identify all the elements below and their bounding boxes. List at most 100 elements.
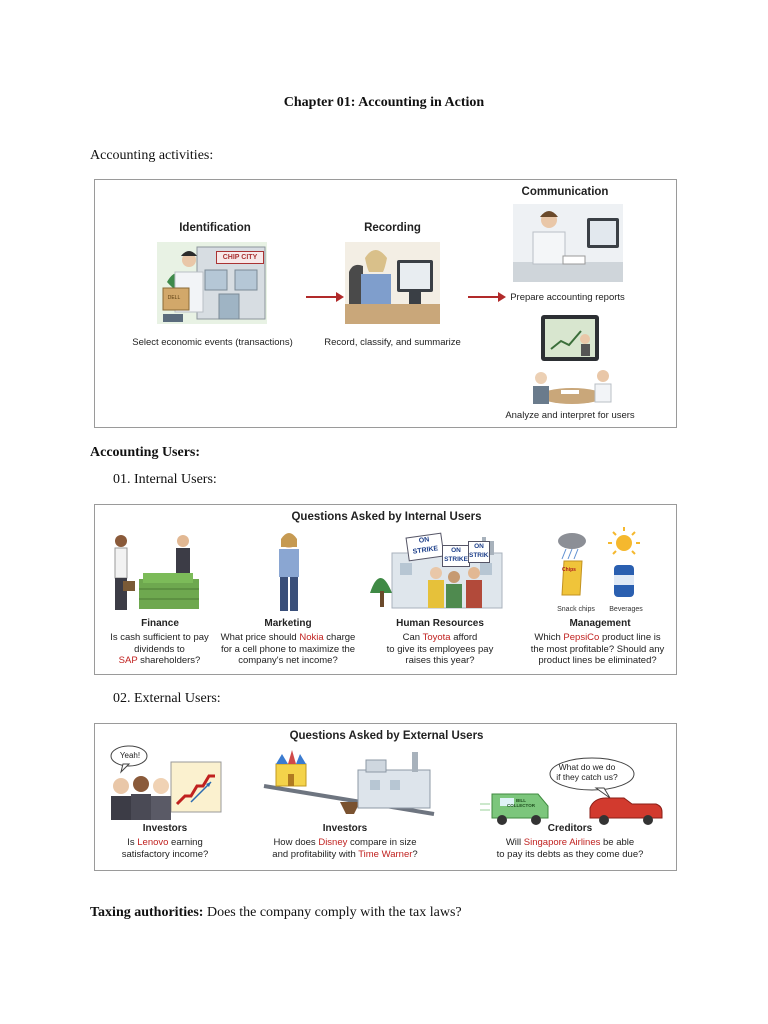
investors2-line2-pre: and profitability with: [272, 848, 359, 860]
page-title: Chapter 01: Accounting in Action: [283, 95, 485, 110]
investors2-line2-post: ?: [412, 848, 418, 860]
management-line1-post: product line is: [599, 632, 661, 643]
bubble-line1: What do we do: [558, 762, 616, 772]
finance-line3: SAP shareholders?: [97, 655, 222, 667]
activities-heading: Accounting activities:: [90, 148, 214, 163]
creditors-line1-post: be able: [600, 837, 635, 848]
dell-box-label: DELL: [167, 295, 181, 301]
bill-collector-label: BILL COLLECTOR: [507, 798, 535, 808]
identification-heading: Identification: [179, 222, 251, 234]
communication-heading: Communication: [521, 186, 609, 198]
investors2-question: How does Disney compare in size and prof…: [255, 837, 435, 860]
marketing-line2: for a cell phone to maximize the: [220, 643, 356, 655]
external-users-heading: 02. External Users:: [113, 691, 221, 706]
finance-question: Is cash sufficient to pay dividends to S…: [97, 632, 222, 667]
chips-bag-label: Chips: [562, 567, 576, 573]
internal-figure-title: Questions Asked by Internal Users: [291, 511, 482, 523]
beverages-label: Beverages: [609, 606, 643, 613]
recording-illustration: [345, 242, 440, 324]
taxing-authorities-line: Taxing authorities: Does the company com…: [90, 905, 462, 921]
investors2-line1-post: compare in size: [347, 837, 417, 848]
management-heading: Management: [569, 618, 631, 629]
management-illustration: [558, 527, 640, 597]
management-question: Which PepsiCo product line is the most p…: [520, 632, 675, 667]
communication-illustration: [513, 204, 623, 282]
creditors-line1: Will Singapore Airlines be able: [480, 837, 660, 849]
management-line3: product lines be eliminated?: [538, 655, 657, 666]
creditors-bubble-text: What do we do if they catch us?: [545, 762, 629, 782]
marketing-line1-pre: What price should: [220, 632, 300, 643]
company-time-warner: Time Warner: [358, 848, 413, 860]
investors2-heading: Investors: [322, 823, 368, 834]
snack-chips-label: Snack chips: [557, 606, 595, 613]
company-toyota: Toyota: [422, 632, 451, 643]
presentation-screen-illustration: [541, 315, 599, 361]
taxing-authorities-text: Does the company comply with the tax law…: [203, 905, 462, 920]
recording-heading: Recording: [364, 222, 421, 234]
arrow-right-icon: [306, 292, 344, 302]
marketing-line3: company's net income?: [238, 655, 338, 666]
yeah-bubble-text: Yeah!: [119, 751, 141, 760]
finance-illustration: [114, 535, 199, 610]
strike-sign-2: ON STRIKE: [442, 545, 470, 567]
chip-city-sign: CHIP CITY: [216, 251, 264, 264]
marketing-line1: What price should Nokia charge: [213, 632, 363, 644]
strike-sign-3: ON STRIKE: [468, 541, 490, 563]
investors1-question: Is Lenovo earning satisfactory income?: [100, 837, 230, 860]
internal-users-heading: 01. Internal Users:: [113, 472, 217, 487]
creditors-line2: to pay its debts as they come due?: [496, 848, 644, 860]
finance-line1: Is cash sufficient to pay: [110, 632, 209, 643]
investors1-line1: Is Lenovo earning: [100, 837, 230, 849]
hr-question: Can Toyota afford to give its employees …: [365, 632, 515, 667]
prepare-reports-caption: Prepare accounting reports: [510, 292, 625, 303]
internal-users-figure: Questions Asked by Internal Users Financ…: [94, 504, 677, 675]
management-line1: Which PepsiCo product line is: [520, 632, 675, 644]
company-sap: SAP: [118, 655, 138, 666]
recording-caption: Record, classify, and summarize: [324, 337, 461, 348]
creditors-line1-pre: Will: [505, 837, 524, 848]
investors1-line2: satisfactory income?: [121, 848, 209, 860]
hr-line1-post: afford: [450, 632, 478, 643]
hr-line1: Can Toyota afford: [365, 632, 515, 644]
investors2-line2: and profitability with Time Warner?: [255, 849, 435, 861]
finance-line2: dividends to: [134, 643, 185, 655]
bubble-line2: if they catch us?: [556, 772, 618, 782]
accounting-users-heading: Accounting Users:: [90, 445, 201, 460]
external-users-figure: Questions Asked by External Users Yeah! …: [94, 723, 677, 871]
seesaw-comparison-illustration: [263, 750, 435, 816]
marketing-line1-post: charge: [323, 632, 356, 643]
arrow-right-icon: [468, 292, 506, 302]
finance-heading: Finance: [141, 618, 179, 629]
company-singapore-airlines: Singapore Airlines: [523, 837, 601, 848]
company-pepsico: PepsiCo: [563, 632, 600, 643]
external-figure-title: Questions Asked by External Users: [289, 730, 484, 742]
management-line1-pre: Which: [534, 632, 564, 643]
investors-illustration: [110, 745, 222, 820]
investors2-line1-pre: How does: [273, 837, 319, 848]
company-nokia: Nokia: [299, 632, 324, 643]
investors2-line1: How does Disney compare in size: [255, 837, 435, 849]
strike-sign-1: ON STRIKE: [405, 532, 445, 562]
investors1-line1-post: earning: [168, 837, 203, 848]
creditors-chase-illustration: [480, 757, 663, 825]
management-line2: the most profitable? Should any: [530, 643, 665, 655]
finance-line3-rest: shareholders?: [137, 655, 201, 666]
identification-caption: Select economic events (transactions): [132, 337, 293, 348]
taxing-authorities-label: Taxing authorities:: [90, 905, 204, 920]
marketing-question: What price should Nokia charge for a cel…: [213, 632, 363, 667]
investors1-heading: Investors: [142, 823, 188, 834]
creditors-heading: Creditors: [547, 823, 593, 834]
meeting-illustration: [533, 370, 612, 404]
analyze-interpret-caption: Analyze and interpret for users: [505, 410, 635, 421]
marketing-illustration: [279, 533, 299, 611]
company-disney: Disney: [318, 837, 348, 848]
investors1-line1-pre: Is: [127, 837, 138, 848]
hr-line3: raises this year?: [405, 655, 475, 666]
marketing-heading: Marketing: [264, 618, 312, 629]
hr-line1-pre: Can: [402, 632, 423, 643]
creditors-question: Will Singapore Airlines be able to pay i…: [480, 837, 660, 860]
accounting-activities-figure: Identification CHIP CITY DELL Select eco…: [94, 179, 677, 428]
hr-heading: Human Resources: [396, 618, 484, 629]
hr-line2: to give its employees pay: [386, 643, 494, 655]
company-lenovo: Lenovo: [137, 837, 169, 848]
